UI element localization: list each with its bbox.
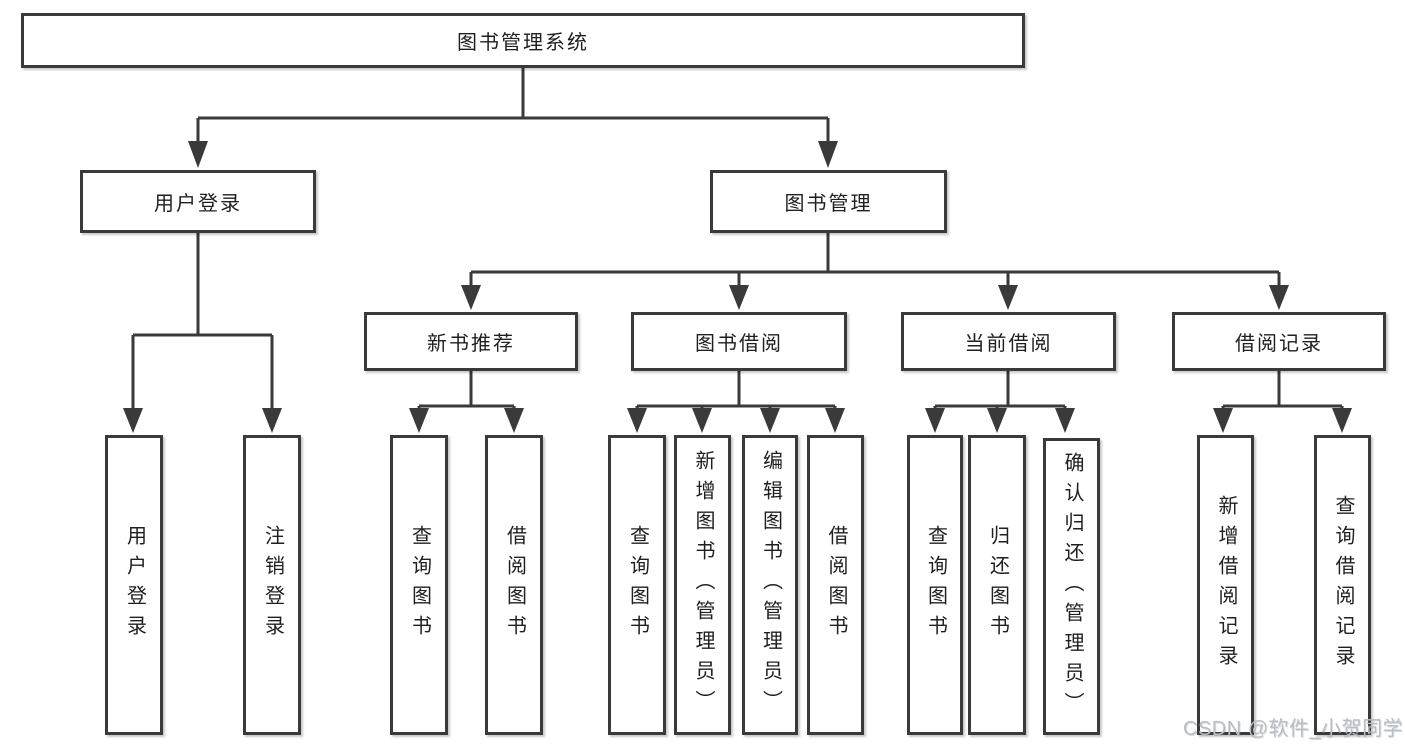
leaf-confirm-return-admin-label: 确认归还（管理员）: [1061, 451, 1083, 722]
leaf-edit-book-admin: 编辑图书（管理员）: [742, 435, 798, 735]
node-user-login-label: 用户登录: [154, 193, 242, 215]
connector-borrow-records: [1213, 371, 1352, 433]
leaf-edit-book-admin-label: 编辑图书（管理员）: [759, 450, 782, 720]
leaf-borrow-books-borrow-label: 借阅图书: [825, 525, 847, 645]
leaf-query-books-current: 查询图书: [907, 435, 963, 735]
connector-root: [188, 68, 838, 168]
leaf-query-books-current-label: 查询图书: [924, 525, 947, 645]
leaf-add-book-admin-label: 新增图书（管理员）: [692, 450, 714, 720]
leaf-borrow-books-borrow: 借阅图书: [807, 435, 864, 735]
leaf-confirm-return-admin: 确认归还（管理员）: [1043, 438, 1100, 735]
leaf-user-login: 用户登录: [105, 435, 163, 735]
leaf-query-borrow-record: 查询借阅记录: [1314, 435, 1371, 735]
leaf-add-borrow-record: 新增借阅记录: [1197, 435, 1254, 735]
leaf-logout: 注销登录: [243, 435, 301, 735]
leaf-add-borrow-record-label: 新增借阅记录: [1215, 495, 1237, 675]
node-new-book-rec-label: 新书推荐: [427, 333, 515, 355]
leaf-borrow-books-recommend-label: 借阅图书: [503, 525, 526, 645]
node-current-borrow: 当前借阅: [901, 312, 1116, 371]
node-book-borrow-label: 图书借阅: [695, 333, 783, 355]
node-current-borrow-label: 当前借阅: [964, 333, 1053, 355]
leaf-user-login-label: 用户登录: [123, 525, 146, 645]
connector-current-borrow: [925, 371, 1075, 433]
node-borrow-records: 借阅记录: [1172, 312, 1386, 371]
leaf-query-books-borrow-label: 查询图书: [626, 525, 649, 645]
connector-book-borrow: [627, 371, 845, 433]
node-borrow-records-label: 借阅记录: [1235, 333, 1323, 355]
node-user-login: 用户登录: [80, 170, 316, 233]
leaf-query-books-borrow: 查询图书: [608, 435, 666, 735]
leaf-query-books-recommend: 查询图书: [390, 435, 448, 735]
node-new-book-rec: 新书推荐: [364, 312, 578, 371]
connector-user-login: [123, 233, 282, 433]
leaf-query-books-recommend-label: 查询图书: [408, 525, 431, 645]
node-book-mgmt: 图书管理: [710, 170, 947, 233]
leaf-add-book-admin: 新增图书（管理员）: [674, 435, 731, 735]
connector-new-book-rec: [409, 371, 524, 433]
node-book-borrow: 图书借阅: [631, 312, 847, 371]
leaf-return-book-label: 归还图书: [986, 525, 1009, 645]
node-root: 图书管理系统: [21, 13, 1025, 68]
connector-book-mgmt: [461, 233, 1289, 310]
node-book-mgmt-label: 图书管理: [784, 193, 873, 215]
leaf-borrow-books-recommend: 借阅图书: [485, 435, 543, 735]
leaf-logout-label: 注销登录: [261, 525, 284, 645]
csdn-watermark: CSDN @软件_小贺同学: [1183, 718, 1404, 740]
node-root-label: 图书管理系统: [457, 32, 589, 54]
leaf-query-borrow-record-label: 查询借阅记录: [1332, 495, 1354, 675]
leaf-return-book: 归还图书: [968, 435, 1026, 735]
